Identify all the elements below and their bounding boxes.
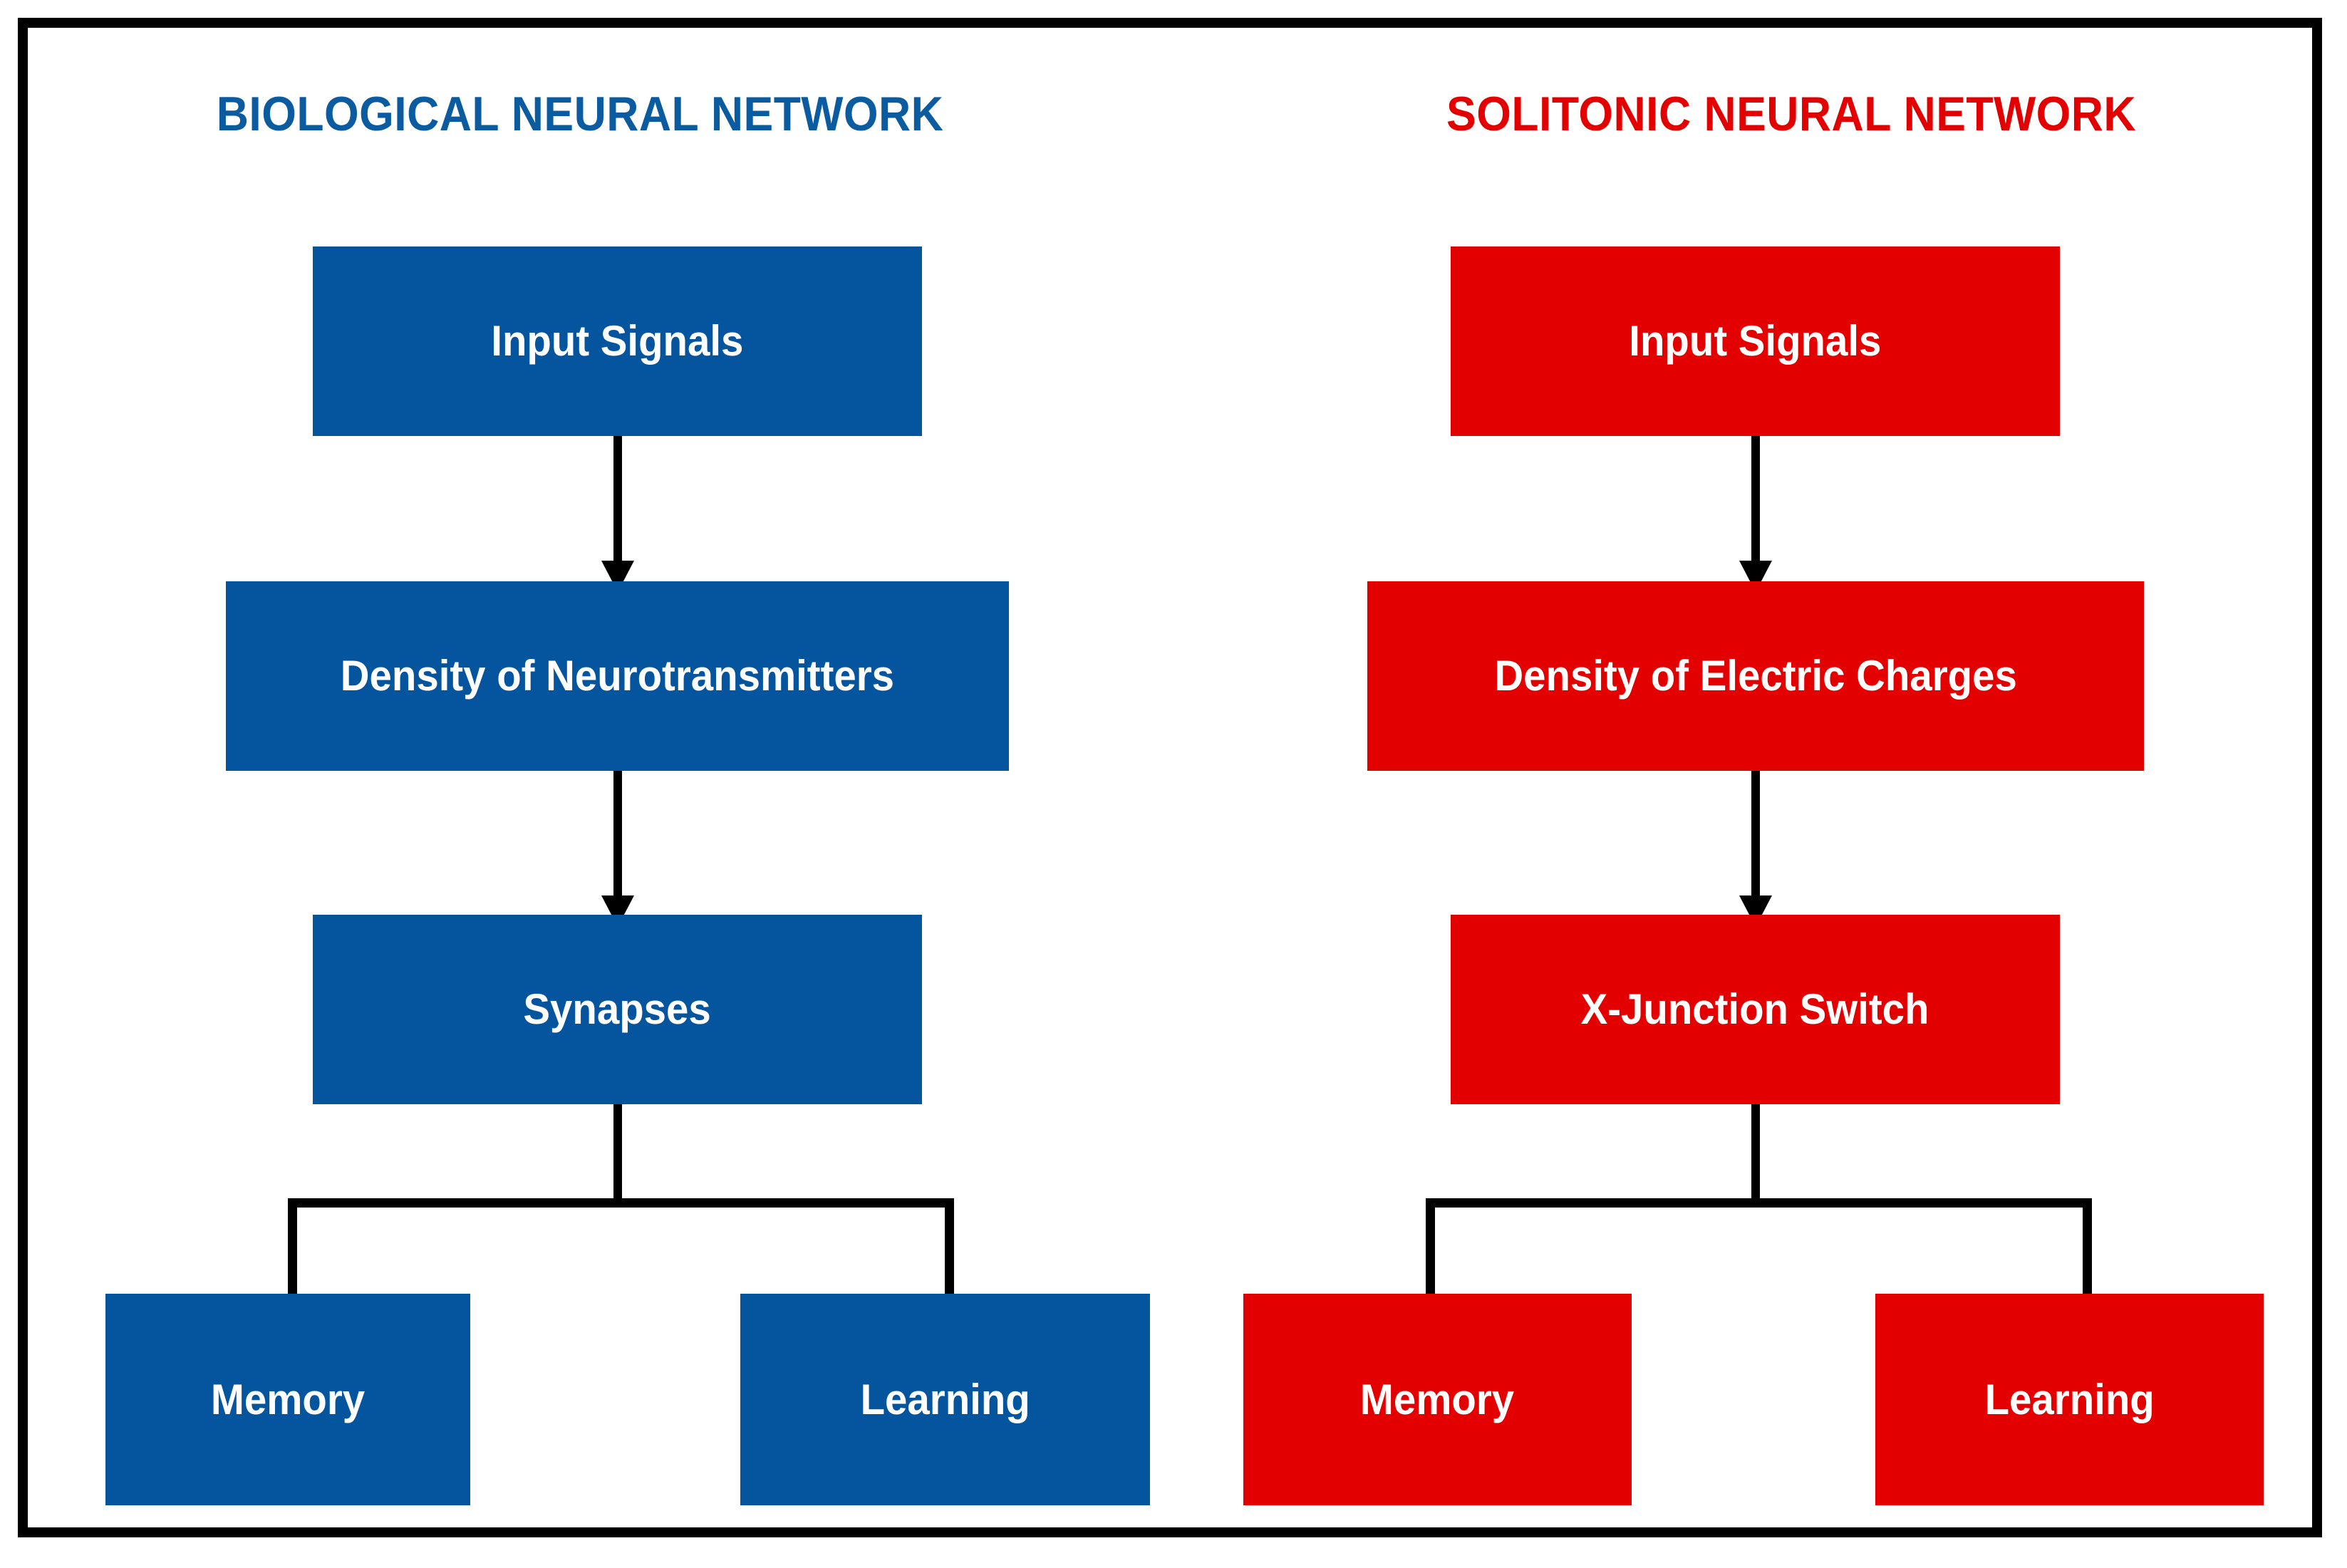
connector-sol-input-to-density-shaft (1751, 436, 1760, 564)
figure-border: BIOLOGICAL NEURAL NETWORK SOLITONIC NEUR… (18, 18, 2322, 1537)
node-biological-density[interactable]: Density of Neurotransmitters (226, 581, 1009, 771)
node-biological-memory[interactable]: Memory (105, 1294, 470, 1505)
node-label: X-Junction Switch (1581, 985, 1929, 1033)
column-title-solitonic: SOLITONIC NEURAL NETWORK (1446, 87, 2136, 141)
connector-sol-branch-stem (1751, 1104, 1760, 1198)
connector-bio-branch-left-drop (288, 1198, 297, 1305)
connector-bio-input-to-density-shaft (613, 436, 622, 564)
connector-bio-branch-bar (288, 1198, 954, 1208)
connector-bio-density-to-junction-shaft (613, 771, 622, 899)
node-label: Learning (1984, 1375, 2155, 1423)
connector-sol-branch-bar (1426, 1198, 2092, 1208)
node-solitonic-input-signals[interactable]: Input Signals (1451, 246, 2060, 436)
node-label: Density of Neurotransmitters (340, 652, 895, 700)
connector-bio-branch-right-drop (945, 1198, 954, 1305)
node-label: Memory (1360, 1375, 1515, 1423)
connector-sol-branch-right-drop (2083, 1198, 2092, 1305)
node-label: Input Signals (1629, 317, 1882, 365)
node-biological-input-signals[interactable]: Input Signals (313, 246, 922, 436)
node-solitonic-density[interactable]: Density of Electric Charges (1367, 581, 2144, 771)
node-biological-learning[interactable]: Learning (740, 1294, 1150, 1505)
node-label: Density of Electric Charges (1494, 652, 2017, 700)
connector-sol-branch-left-drop (1426, 1198, 1435, 1305)
node-label: Synapses (523, 985, 712, 1033)
column-title-biological: BIOLOGICAL NEURAL NETWORK (216, 87, 944, 141)
node-solitonic-x-junction[interactable]: X-Junction Switch (1451, 915, 2060, 1104)
node-label: Memory (210, 1375, 366, 1423)
node-solitonic-learning[interactable]: Learning (1875, 1294, 2264, 1505)
node-label: Learning (860, 1375, 1030, 1423)
node-label: Input Signals (491, 317, 744, 365)
connector-bio-branch-stem (613, 1104, 622, 1198)
node-biological-synapses[interactable]: Synapses (313, 915, 922, 1104)
node-solitonic-memory[interactable]: Memory (1243, 1294, 1632, 1505)
connector-sol-density-to-junction-shaft (1751, 771, 1760, 899)
